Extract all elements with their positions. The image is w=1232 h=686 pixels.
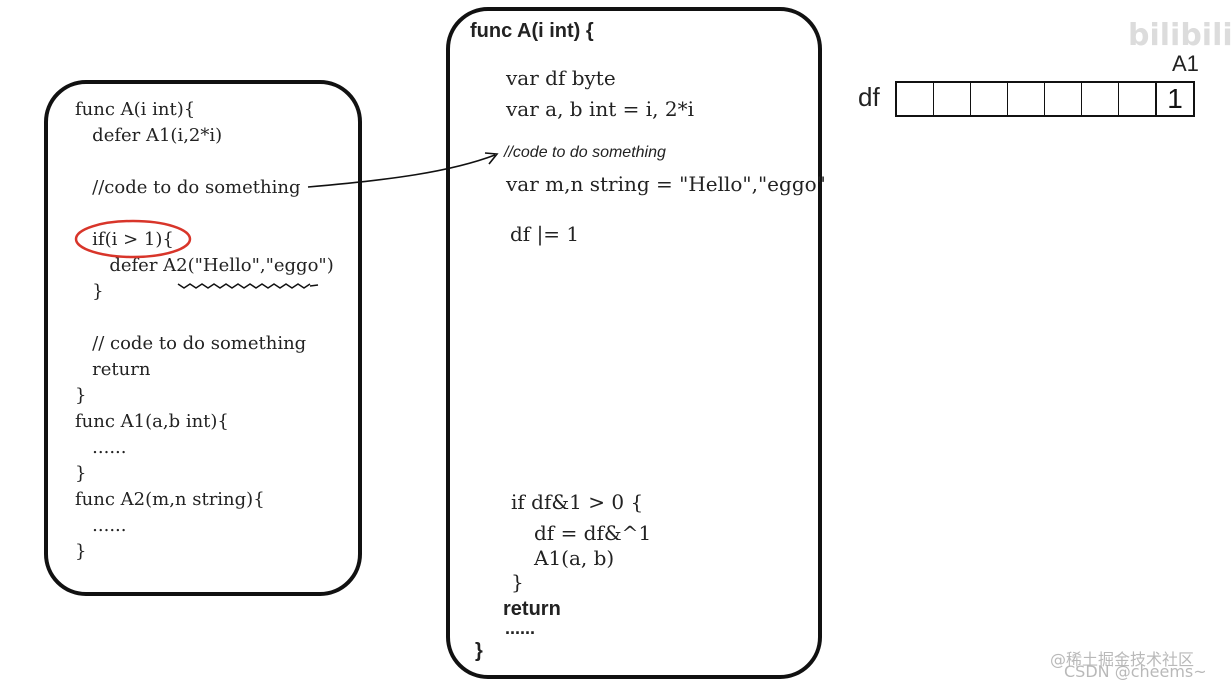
middle-code-panel [446,7,822,679]
squiggle-tail [309,284,319,287]
bitfield-cell [1045,83,1082,115]
left-code-line: // code to do something [75,333,307,354]
watermark-juejin: @稀土掘金技术社区 [1050,650,1195,669]
left-code-line: if(i > 1){ [75,229,174,250]
highlight-circle [74,219,192,259]
bitfield-marker: A1 [1172,51,1199,76]
middle-var-df: var df byte [506,66,616,90]
bitfield-cell [1119,83,1156,115]
left-code-line: return [75,359,151,380]
left-code-line: func A2(m,n string){ [75,489,265,510]
bitfield-cells: 1 [895,81,1195,117]
left-code-line: //code to do something [75,177,301,198]
middle-if-line: if df&1 > 0 { [511,490,644,514]
left-code-line: defer A2("Hello","eggo") [75,255,334,276]
squiggle-underline [177,283,311,289]
left-code-line: func A(i int){ [75,99,196,120]
arrow-head [484,152,499,165]
left-code-line: defer A1(i,2*i) [75,125,223,146]
bitfield-cell [934,83,971,115]
bitfield-cell [897,83,934,115]
left-code-panel [44,80,362,596]
left-code-line: } [75,385,87,406]
middle-var-ab: var a, b int = i, 2*i [506,97,694,121]
middle-comment: //code to do something [504,144,666,161]
left-code-line: ...... [75,515,127,536]
middle-call-a1: A1(a, b) [534,546,615,570]
left-code-line: func A1(a,b int){ [75,411,229,432]
middle-close-if: } [511,570,524,594]
curved-arrow [307,154,496,188]
left-code-line: ...... [75,437,127,458]
middle-func-header: func A(i int) { [470,20,594,42]
middle-var-mn: var m,n string = "Hello","eggo" [506,172,826,196]
watermark-csdn: CSDN @cheems~ [1064,662,1207,681]
left-code-line: } [75,541,87,562]
middle-return: return [503,598,561,620]
middle-dots: ...... [505,618,536,638]
watermark-bilibili: bilibili [1128,18,1232,53]
middle-close-func: } [475,640,483,662]
middle-df-or: df |= 1 [510,222,580,246]
bitfield-cell [1082,83,1119,115]
bitfield-label: df [858,82,880,112]
bitfield-cell [1008,83,1045,115]
bitfield-cell [971,83,1008,115]
left-code-line: } [75,281,104,302]
bitfield-cell: 1 [1156,83,1193,115]
middle-df-assign: df = df&^1 [534,521,652,545]
left-code-line: } [75,463,87,484]
